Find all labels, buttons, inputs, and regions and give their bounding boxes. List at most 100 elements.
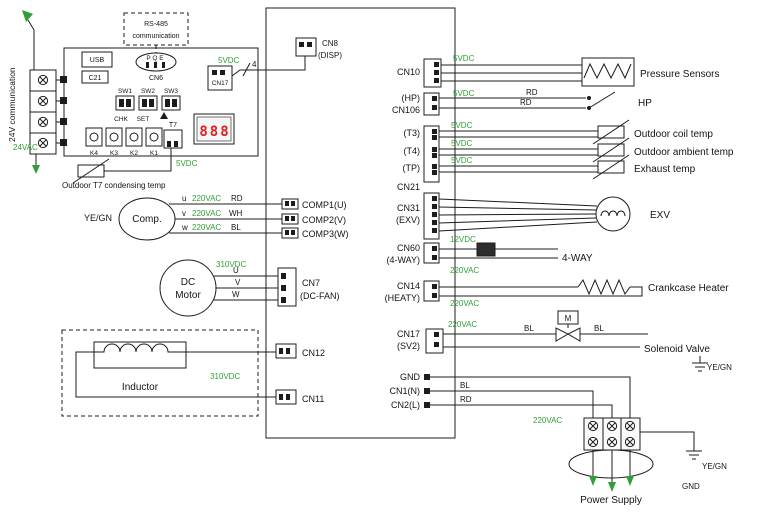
chk-label: CHK	[114, 116, 128, 123]
cn14-label: CN14	[397, 281, 420, 291]
four-way-coil-icon	[476, 242, 496, 257]
comm-terminal-section: 24V communication 24VAC	[7, 10, 67, 174]
screw-icon	[624, 436, 636, 448]
cn8-display-cable	[231, 56, 306, 77]
inductor-box	[93, 341, 187, 369]
earth-wire	[640, 431, 695, 444]
dc-u-label: U	[233, 266, 239, 275]
arrow-down-icon	[626, 476, 634, 486]
terminal-wires	[56, 79, 62, 144]
dc-motor-label-1: DC	[181, 277, 195, 288]
comp-u-voltage: 220VAC	[192, 194, 221, 203]
cn14-sub-label: (HEATY)	[385, 293, 420, 303]
cn21-label: CN21	[397, 182, 420, 192]
gnd-label: GND	[400, 372, 421, 382]
arrow-down-icon	[32, 165, 40, 174]
arrow-down-icon	[589, 476, 597, 486]
cn14-section: CN14 (HEATY) 220VAC Crankcase Heater	[385, 278, 729, 308]
rs485-label-2: communication	[132, 33, 179, 40]
c21-part	[81, 70, 109, 84]
dip-switch-sw2	[138, 95, 158, 111]
comp-u-color: RD	[231, 194, 243, 203]
cn2-label: CN2(L)	[391, 400, 420, 410]
cn7-connector	[277, 267, 297, 307]
t3-label: (T3)	[404, 128, 421, 138]
mains-wires	[430, 376, 631, 418]
bottom-yegn-label: YE/GN	[702, 462, 727, 471]
four-way-label: 4-WAY	[562, 253, 593, 264]
cn106-voltage: 5VDC	[453, 89, 475, 98]
comp-w-label: w	[181, 223, 188, 232]
sw3-label: SW3	[164, 88, 178, 95]
24vac-label: 24VAC	[13, 143, 38, 152]
rs485-box	[123, 12, 189, 46]
cn14-voltage: 220VAC	[450, 299, 479, 308]
cn17-voltage: 220VAC	[448, 320, 477, 329]
comp-w-voltage: 220VAC	[192, 223, 221, 232]
t7-sensor-label: Outdoor T7 condensing temp	[62, 181, 166, 190]
k4-label: K4	[90, 150, 98, 157]
comm-vertical-label: 24V communication	[7, 67, 17, 142]
dc-motor-section: DC Motor 310VDC U V W CN7 (DC-FAN)	[159, 259, 340, 317]
cn31-sub-label: (EXV)	[396, 215, 420, 225]
cn17-sub-label: (SV2)	[397, 341, 420, 351]
inductor-voltage: 310VDC	[210, 372, 240, 381]
cn60-section: CN60 (4-WAY) 220VAC 4-WAY	[387, 242, 593, 275]
usb-port	[81, 51, 113, 68]
cn1-label: CN1(N)	[390, 386, 421, 396]
dc-motor-icon	[159, 259, 217, 317]
hp-switch-icon	[587, 96, 591, 100]
solenoid-label: Solenoid Valve	[644, 344, 710, 355]
comp-v-label: v	[182, 209, 186, 218]
hp-sub-label: (HP)	[402, 93, 421, 103]
dc-motor-label-2: Motor	[175, 290, 201, 301]
exhaust-label: Exhaust temp	[634, 164, 696, 175]
c21-label: C21	[89, 75, 102, 82]
cn8-section: CN8 (DISP) 4 5VDC	[218, 37, 342, 77]
sw1-label: SW1	[118, 88, 132, 95]
k3-label: K3	[110, 150, 118, 157]
cn6-label: CN6	[149, 75, 163, 82]
comp-v-voltage: 220VAC	[192, 209, 221, 218]
comm-board-parts: USB C21 RS-485 communication P Q E CN6 S…	[62, 12, 235, 190]
solenoid-valve-icon: M	[555, 310, 581, 342]
screw-icon	[606, 436, 618, 448]
dip-switch-sw3	[161, 95, 181, 111]
exv-label: EXV	[650, 210, 670, 221]
cn7-sub-label: (DC-FAN)	[300, 291, 340, 301]
cn31-voltage: 12VDC	[450, 235, 476, 244]
dip-switch-sw1	[115, 95, 135, 111]
screw-icon	[37, 74, 49, 86]
wire-count: 4	[252, 60, 257, 69]
cn17-section: CN17 (SV2) 220VAC BL BL M Solenoid Valve…	[397, 310, 732, 372]
k1-label: K1	[150, 150, 158, 157]
screw-icon	[37, 116, 49, 128]
pressure-sensors-label: Pressure Sensors	[640, 69, 719, 80]
comm-cable	[27, 19, 35, 70]
t7-label: T7	[169, 122, 177, 129]
screw-icon	[587, 436, 599, 448]
cn12-label: CN12	[302, 348, 325, 358]
cn21-section: (T3) (T4) (TP) CN21 5VDC 5VDC 5VDC Outdo…	[397, 119, 734, 192]
cn106-label: CN106	[392, 105, 420, 115]
cn10-voltage: 5VDC	[453, 54, 475, 63]
cn1-color: BL	[460, 381, 470, 390]
cn7-label: CN7	[302, 278, 320, 288]
ground-icon	[685, 443, 703, 460]
hp-label: HP	[638, 98, 652, 109]
tp-voltage: 5VDC	[451, 156, 473, 165]
cn10-wires	[441, 64, 582, 82]
compressor-wires	[169, 203, 282, 234]
cn6-pin-labels: P Q E	[146, 55, 164, 62]
t4-label: (T4)	[404, 146, 421, 156]
thermistor-icon	[72, 158, 110, 184]
comp-yegn-label: YE/GN	[84, 213, 112, 223]
dc-v-label: V	[235, 278, 241, 287]
cn31-section: CN31 (EXV) 12VDC EXV	[396, 192, 670, 244]
cn17-label: CN17	[397, 329, 420, 339]
cn10-section: CN10 5VDC Pressure Sensors	[397, 54, 719, 88]
cn8-sub-label: (DISP)	[318, 51, 342, 60]
mains-section: GND CN1(N) CN2(L) BL RD 220VAC YE/GN GND…	[390, 372, 728, 506]
pressure-sensor-icon	[581, 57, 635, 87]
